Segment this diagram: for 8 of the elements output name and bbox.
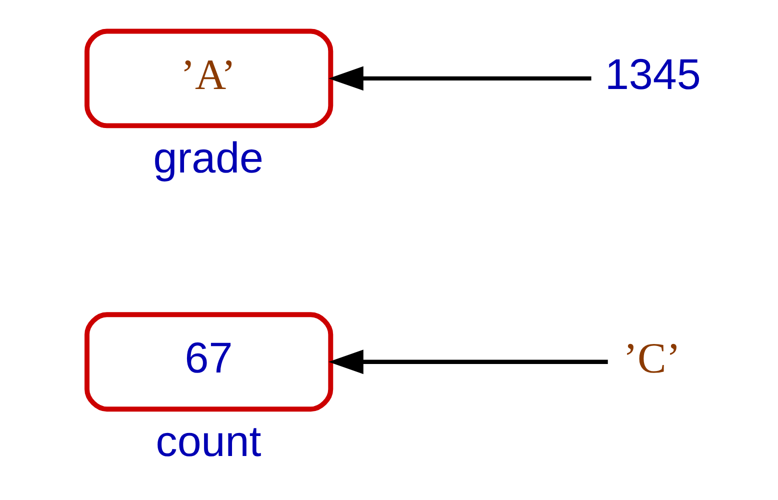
node-box: 67 — [84, 312, 333, 412]
node-text: ’C’ — [622, 335, 680, 382]
node-box: ’A’ — [84, 28, 333, 128]
node-label: grade — [152, 134, 263, 183]
arrow — [328, 350, 608, 374]
arrow — [328, 66, 591, 91]
node-text: 1345 — [604, 50, 700, 99]
node-label: count — [155, 418, 261, 466]
